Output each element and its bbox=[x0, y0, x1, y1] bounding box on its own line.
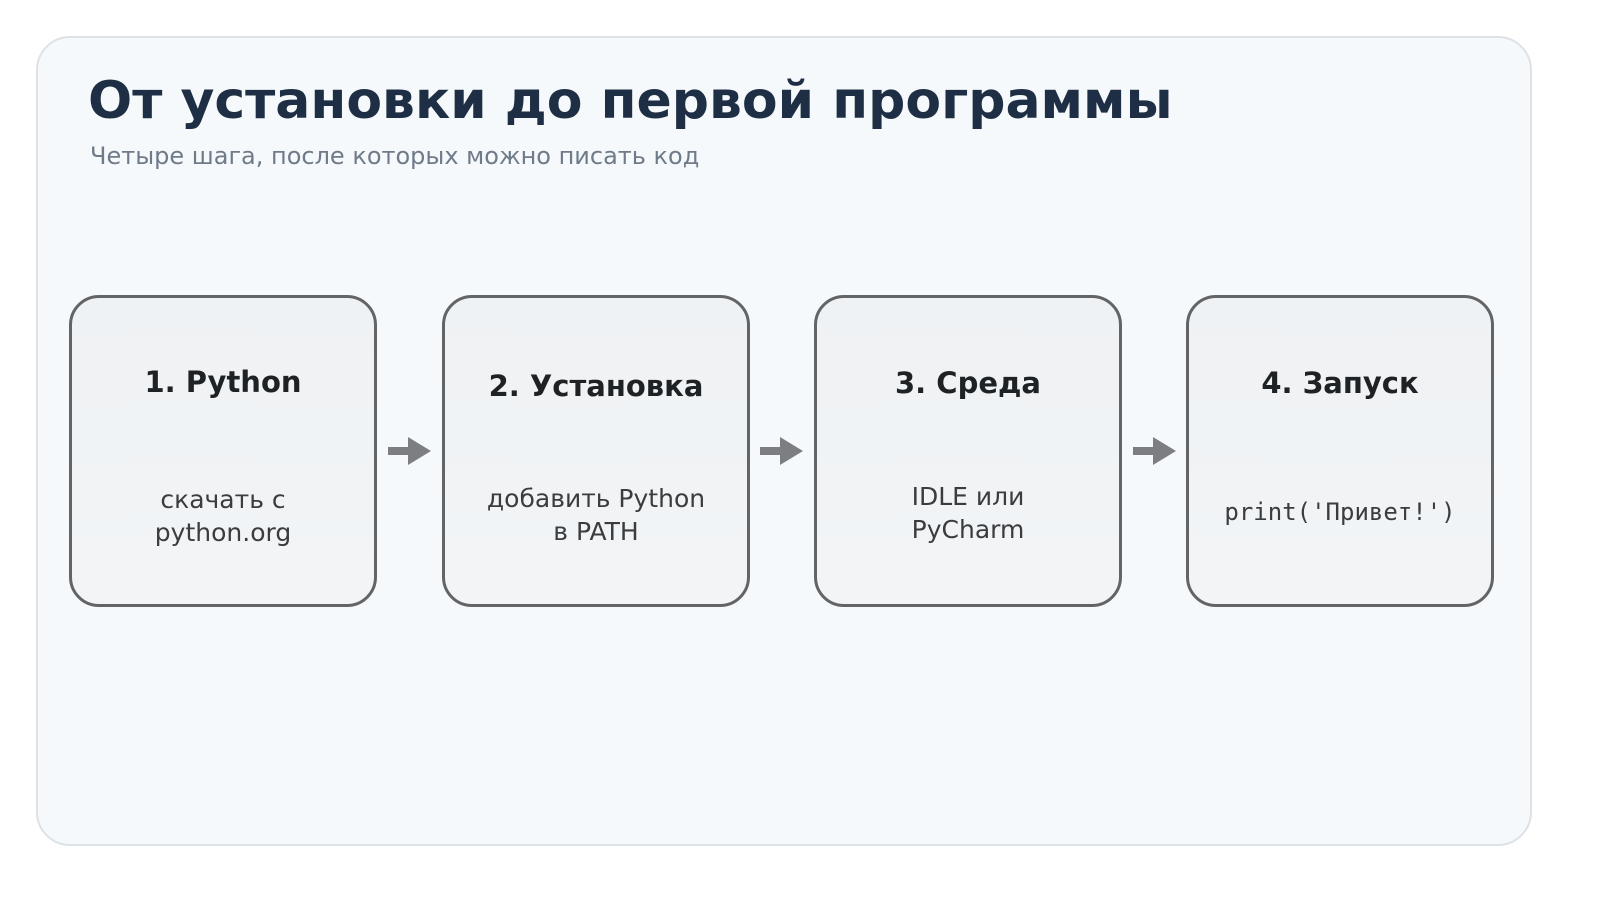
step-title: 3. Среда bbox=[895, 366, 1041, 400]
arrow-right-icon bbox=[760, 437, 803, 465]
step-description: скачать с python.org bbox=[154, 485, 292, 547]
step-code: print('Привет!') bbox=[1224, 498, 1456, 526]
step-box-run: 4. Запуск print('Привет!') bbox=[1186, 295, 1494, 607]
page-subtitle: Четыре шага, после которых можно писать … bbox=[90, 142, 700, 170]
page-title: От установки до первой программы bbox=[88, 71, 1173, 131]
step-box-python: 1. Python скачать с python.org bbox=[69, 295, 377, 607]
arrow-right-icon bbox=[1133, 437, 1176, 465]
arrow-right-icon bbox=[388, 437, 431, 465]
step-title: 2. Установка bbox=[488, 369, 704, 403]
step-box-install: 2. Установка добавить Python в PATH bbox=[442, 295, 750, 607]
step-title: 4. Запуск bbox=[1261, 366, 1419, 400]
step-description: добавить Python в PATH bbox=[486, 484, 706, 546]
step-description: IDLE или PyCharm bbox=[911, 482, 1025, 544]
step-title: 1. Python bbox=[144, 365, 302, 399]
step-box-environment: 3. Среда IDLE или PyCharm bbox=[814, 295, 1122, 607]
